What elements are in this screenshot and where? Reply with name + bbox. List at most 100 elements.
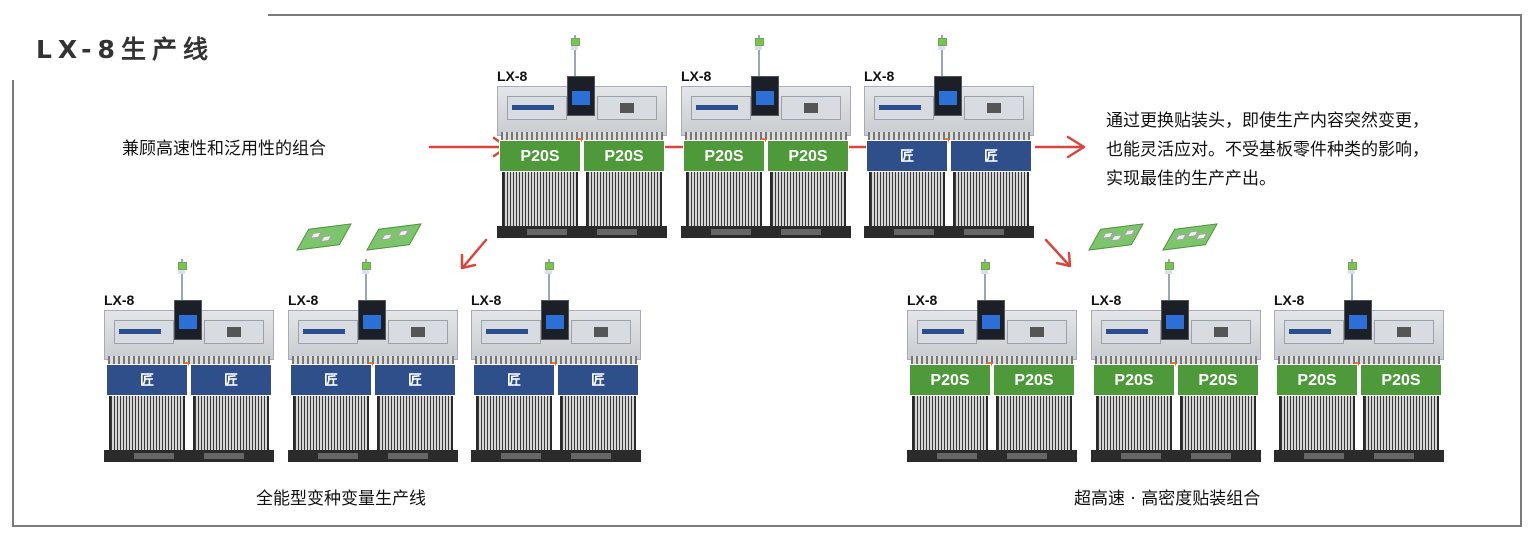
signal-light-icon — [178, 270, 185, 274]
feeder-bank — [912, 396, 988, 452]
monitor-screen — [546, 315, 564, 329]
page-title: LX-8生产线 — [36, 35, 214, 64]
signal-light-icon — [755, 38, 764, 46]
antenna-icon — [758, 35, 760, 77]
brand-stripe — [922, 329, 964, 334]
conveyor-belt — [868, 132, 1030, 140]
signal-light-icon — [1348, 262, 1357, 270]
machine-label: LX-8 — [907, 292, 938, 308]
frame-left-line — [12, 80, 14, 527]
feeder-bank — [502, 172, 578, 228]
branch-right-arrow-line — [1044, 238, 1070, 266]
sensor-icon — [411, 327, 425, 337]
placement-head-label: P20S — [767, 140, 849, 172]
left-bottom-caption: 全能型变种变量生产线 — [256, 489, 426, 509]
sensor-icon — [987, 103, 1001, 113]
placement-head-label: P20S — [1360, 364, 1442, 396]
machine-base — [681, 226, 851, 238]
feeder-bank — [586, 172, 662, 228]
placement-head-label: P20S — [1093, 364, 1175, 396]
left-panel — [1284, 320, 1344, 344]
left-panel — [298, 320, 358, 344]
machine-label: LX-8 — [104, 292, 135, 308]
brand-stripe — [879, 105, 921, 110]
right-panel — [597, 96, 657, 120]
feeder-bank — [476, 396, 552, 452]
machine-label: LX-8 — [1274, 292, 1305, 308]
antenna-icon — [574, 35, 576, 77]
right-panel — [571, 320, 631, 344]
placement-head-label: P20S — [1177, 364, 1259, 396]
brand-stripe — [1289, 329, 1331, 334]
signal-light-icon — [545, 262, 554, 270]
conveyor-belt — [685, 132, 847, 140]
antenna-icon — [941, 35, 943, 77]
signal-light-icon — [362, 270, 369, 274]
conveyor-belt — [1278, 356, 1440, 364]
monitor-screen — [363, 315, 381, 329]
sensor-icon — [227, 327, 241, 337]
frame-top-line — [268, 14, 1522, 16]
left-panel — [481, 320, 541, 344]
right-panel — [388, 320, 448, 344]
brand-stripe — [696, 105, 738, 110]
frame-bottom-line — [12, 525, 1522, 527]
signal-light-icon — [571, 46, 578, 50]
brand-stripe — [119, 329, 161, 334]
placement-head-label: 匠 — [190, 364, 272, 396]
frame-right-line — [1520, 14, 1522, 526]
left-panel — [114, 320, 174, 344]
monitor-icon — [358, 300, 386, 340]
placement-head-label: P20S — [683, 140, 765, 172]
branch-left-arrow-head — [460, 253, 477, 270]
conveyor-belt — [501, 132, 663, 140]
monitor-icon — [174, 300, 202, 340]
right-panel — [1007, 320, 1067, 344]
monitor-icon — [977, 300, 1005, 340]
feeder-bank — [1096, 396, 1172, 452]
left-panel — [917, 320, 977, 344]
brand-stripe — [512, 105, 554, 110]
placement-head-label: P20S — [583, 140, 665, 172]
placement-head-label: 匠 — [950, 140, 1032, 172]
left-panel — [507, 96, 567, 120]
antenna-icon — [1168, 259, 1170, 301]
machine-base — [497, 226, 667, 238]
signal-light-icon — [981, 262, 990, 270]
monitor-screen — [572, 91, 590, 105]
sensor-icon — [804, 103, 818, 113]
machine-label: LX-8 — [864, 68, 895, 84]
antenna-icon — [181, 259, 183, 301]
feeder-bank — [109, 396, 185, 452]
machine-base — [288, 450, 458, 462]
signal-light-icon — [545, 270, 552, 274]
right-panel — [964, 96, 1024, 120]
monitor-icon — [541, 300, 569, 340]
machine-base — [1274, 450, 1444, 462]
monitor-screen — [179, 315, 197, 329]
feeder-bank — [953, 172, 1029, 228]
signal-light-icon — [1165, 262, 1174, 270]
conveyor-belt — [108, 356, 270, 364]
feeder-bank — [770, 172, 846, 228]
placement-head-label: 匠 — [557, 364, 639, 396]
machine-base — [1091, 450, 1261, 462]
machine-base — [907, 450, 1077, 462]
monitor-icon — [751, 76, 779, 116]
right-panel — [1374, 320, 1434, 344]
feeder-bank — [1363, 396, 1439, 452]
machine-label: LX-8 — [288, 292, 319, 308]
machine-label: LX-8 — [497, 68, 528, 84]
monitor-screen — [1166, 315, 1184, 329]
brand-stripe — [303, 329, 345, 334]
placement-head-label: 匠 — [374, 364, 456, 396]
feeder-bank — [560, 396, 636, 452]
monitor-screen — [1349, 315, 1367, 329]
signal-light-icon — [755, 46, 762, 50]
